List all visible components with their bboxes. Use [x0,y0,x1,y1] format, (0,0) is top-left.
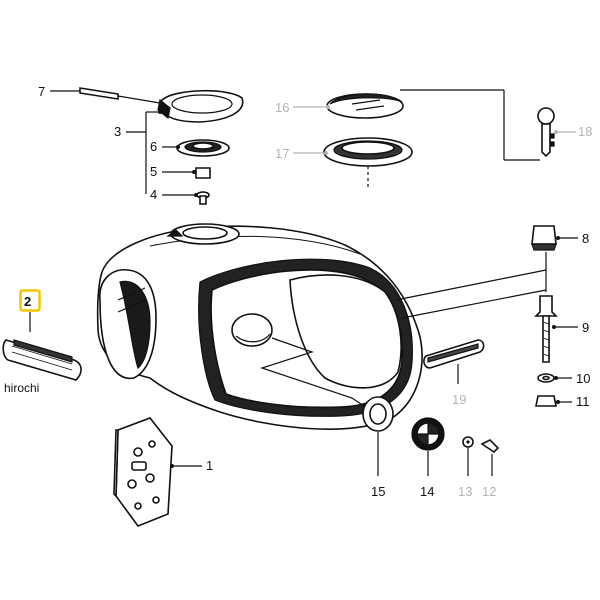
mounting-bracket-part-1[interactable]: 1 [113,417,213,527]
callout-4[interactable]: 4 [150,187,157,202]
fuel-tank[interactable] [96,223,423,430]
knee-pad-part-2[interactable]: 2 hirochi [2,289,82,396]
callout-9[interactable]: 9 [582,320,589,335]
callout-12[interactable]: 12 [482,484,496,499]
pin-part-7[interactable]: 7 [38,84,161,104]
mounting-hardware[interactable]: 8 9 10 11 [531,225,590,409]
callout-18[interactable]: 18 [578,124,592,139]
callout-1[interactable]: 1 [206,458,213,473]
callout-6[interactable]: 6 [150,139,157,154]
callout-5[interactable]: 5 [150,164,157,179]
watermark-text: hirochi [4,381,39,395]
callout-7[interactable]: 7 [38,84,45,99]
callout-11[interactable]: 11 [576,394,590,409]
callout-19[interactable]: 19 [452,392,466,407]
callout-8[interactable]: 8 [582,231,589,246]
callout-15[interactable]: 15 [371,484,385,499]
callout-16[interactable]: 16 [275,100,289,115]
assembly-guide-lines [395,269,547,319]
badge-assembly[interactable]: 15 14 13 12 [362,396,500,499]
callout-2[interactable]: 2 [24,294,31,309]
callout-13[interactable]: 13 [458,484,472,499]
callout-17[interactable]: 17 [275,146,289,161]
callout-14[interactable]: 14 [420,484,434,499]
callout-10[interactable]: 10 [576,371,590,386]
locking-cap-assembly[interactable]: 16 17 18 [275,89,592,188]
fuel-hose-part-19[interactable]: 19 [423,339,485,407]
callout-3[interactable]: 3 [114,124,121,139]
filler-cap-assembly[interactable]: 3 6 5 4 [114,89,244,205]
